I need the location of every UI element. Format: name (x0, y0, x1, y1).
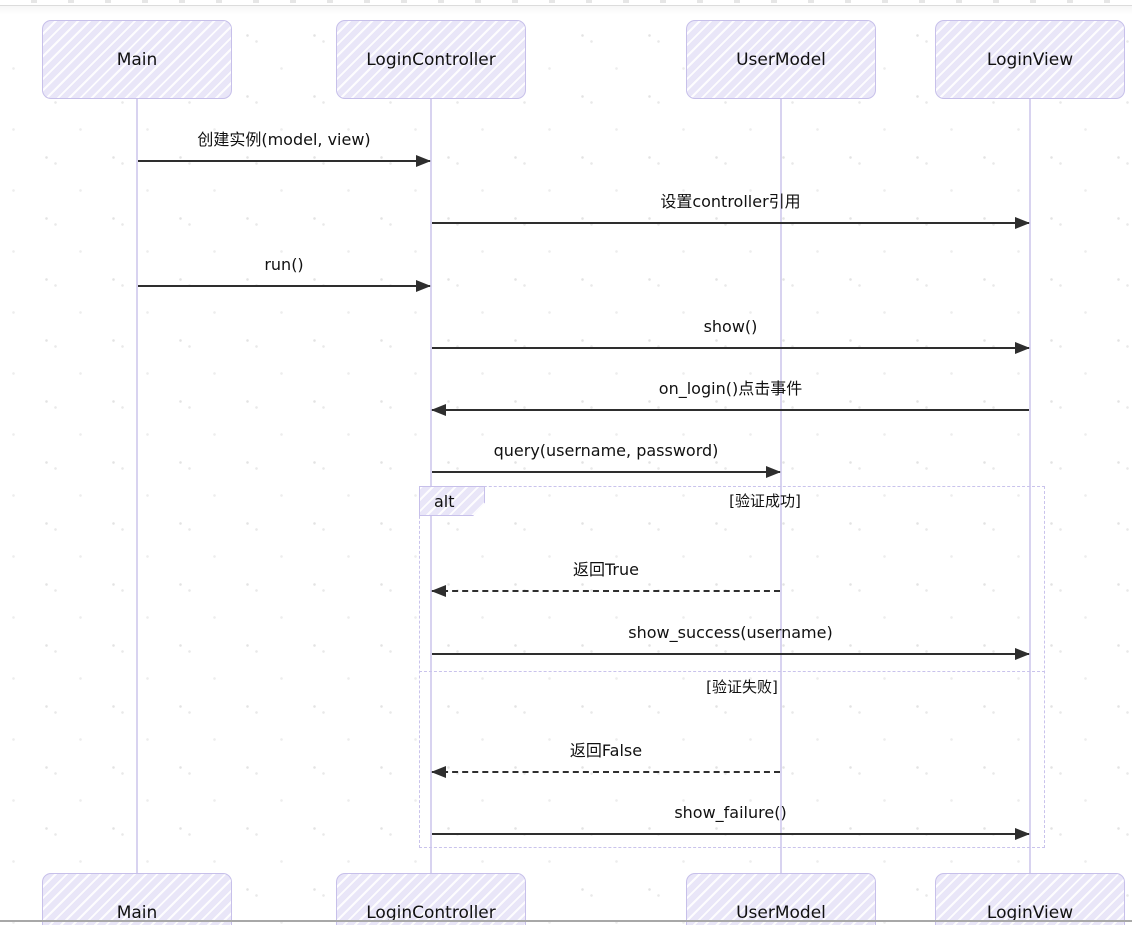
alt-fragment-divider (419, 671, 1045, 672)
arrowhead-left-icon (431, 404, 446, 416)
message-line-dashed (432, 771, 780, 773)
arrowhead-right-icon (1015, 648, 1030, 660)
arrowhead-left-icon (431, 585, 446, 597)
participant-usermodel-bottom: UserModel (686, 873, 876, 925)
participant-loginview-top: LoginView (935, 20, 1125, 99)
message-label: on_login()点击事件 (658, 379, 803, 398)
message-line (432, 347, 1029, 349)
arrowhead-right-icon (1015, 217, 1030, 229)
message-return-true: 返回True (431, 557, 781, 597)
message-line (432, 653, 1029, 655)
arrowhead-right-icon (416, 155, 431, 167)
participant-logincontroller-bottom: LoginController (336, 873, 526, 925)
message-label: 设置controller引用 (660, 192, 801, 211)
arrowhead-left-icon (431, 766, 446, 778)
participant-logincontroller-top: LoginController (336, 20, 526, 99)
participant-label: LoginController (366, 902, 496, 923)
participant-label: UserModel (736, 902, 826, 923)
message-line (138, 160, 430, 162)
alt-guard-success: [验证成功] (729, 492, 801, 510)
participant-label: LoginView (986, 902, 1074, 923)
alt-fragment-label-tab: alt (419, 486, 485, 516)
message-label: 创建实例(model, view) (197, 130, 371, 149)
arrowhead-right-icon (1015, 828, 1030, 840)
message-label: show_success(username) (628, 623, 833, 642)
message-return-false: 返回False (431, 738, 781, 778)
participant-main-bottom: Main (42, 873, 232, 925)
alt-fragment-label: alt (434, 491, 455, 511)
message-label: query(username, password) (493, 441, 719, 460)
top-shading (0, 6, 1132, 15)
alt-guard-failure: [验证失败] (706, 678, 778, 696)
window-top-edge (0, 0, 1132, 6)
message-label: run() (264, 255, 304, 274)
message-label: show() (703, 317, 758, 336)
message-create-instance: 创建实例(model, view) (137, 127, 431, 167)
message-line (138, 285, 430, 287)
participant-label: LoginController (366, 49, 496, 70)
message-show-failure: show_failure() (431, 800, 1030, 840)
message-label: show_failure() (674, 803, 787, 822)
arrowhead-right-icon (416, 280, 431, 292)
message-set-controller-ref: 设置controller引用 (431, 189, 1030, 229)
message-line (432, 409, 1029, 411)
window-bottom-edge (0, 920, 1132, 922)
participant-loginview-bottom: LoginView (935, 873, 1125, 925)
message-show-success: show_success(username) (431, 620, 1030, 660)
participant-label: LoginView (986, 49, 1074, 70)
message-line (432, 833, 1029, 835)
arrowhead-right-icon (766, 466, 781, 478)
ruler-ticks (0, 0, 1132, 3)
participant-main-top: Main (42, 20, 232, 99)
alt-fragment-frame (419, 486, 1045, 848)
message-label: 返回False (569, 741, 643, 760)
participant-usermodel-top: UserModel (686, 20, 876, 99)
message-line-dashed (432, 590, 780, 592)
arrowhead-right-icon (1015, 342, 1030, 354)
message-on-login: on_login()点击事件 (431, 376, 1030, 416)
participant-label: UserModel (736, 49, 826, 70)
message-label: 返回True (573, 560, 639, 579)
message-show: show() (431, 314, 1030, 354)
message-line (432, 471, 780, 473)
participant-label: Main (116, 902, 158, 923)
participant-label: Main (116, 49, 158, 70)
message-query: query(username, password) (431, 438, 781, 478)
lifeline-main (136, 99, 138, 873)
message-run: run() (137, 252, 431, 292)
message-line (432, 222, 1029, 224)
